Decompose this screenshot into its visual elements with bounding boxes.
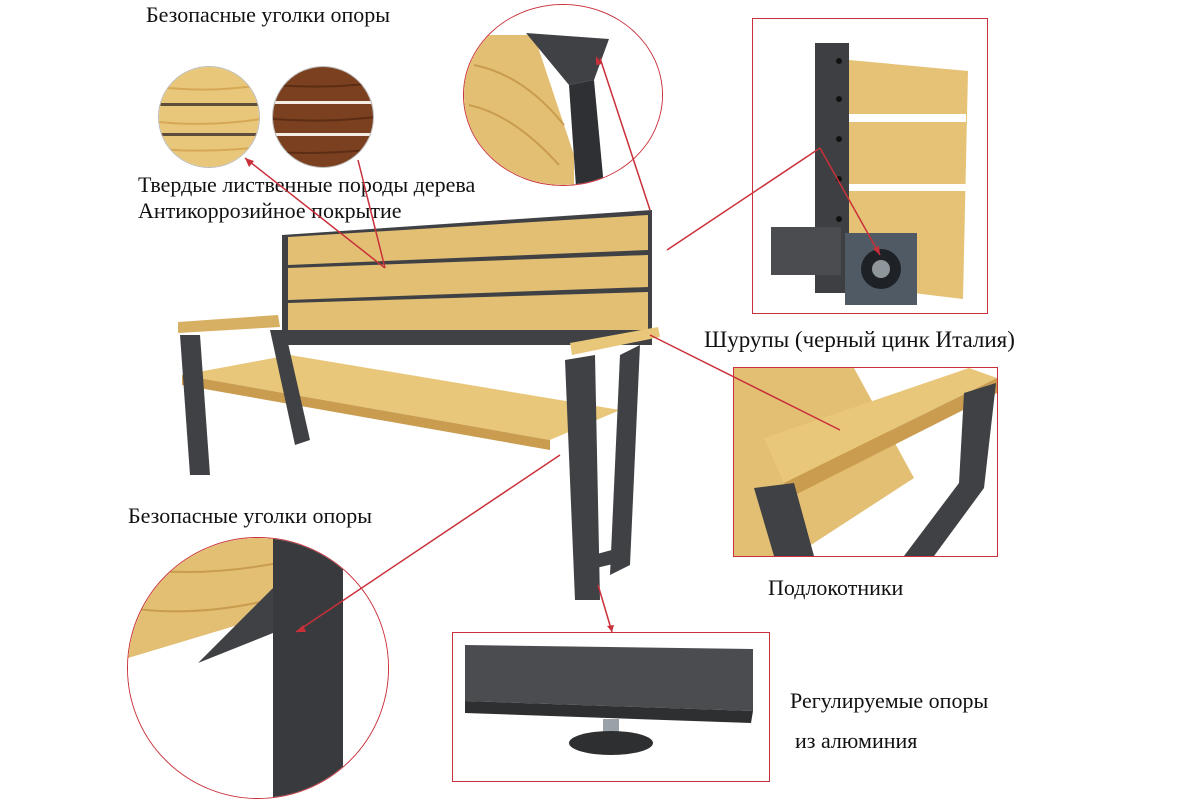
adjustable-feet-detail [452,632,770,782]
label-anticorrosion: Антикоррозийное покрытие [138,198,402,223]
label-adjustable-feet-2: из алюминия [795,728,918,753]
corner-detail-top [463,4,663,186]
label-safe-corners-bottom: Безопасные уголки опоры [128,503,373,528]
label-armrests: Подлокотники [768,575,904,600]
label-hardwood: Твердые лиственные породы дерева [138,172,476,197]
label-safe-corners-top: Безопасные уголки опоры [146,2,391,27]
dark-wood-sample [272,66,374,168]
label-adjustable-feet-1: Регулируемые опоры [790,688,989,713]
corner-detail-bottom [127,537,389,799]
bench-illustration [170,205,665,605]
armrest-detail [733,367,998,557]
label-screws: Шурупы (черный цинк Италия) [704,327,1015,352]
light-wood-sample [158,66,260,168]
